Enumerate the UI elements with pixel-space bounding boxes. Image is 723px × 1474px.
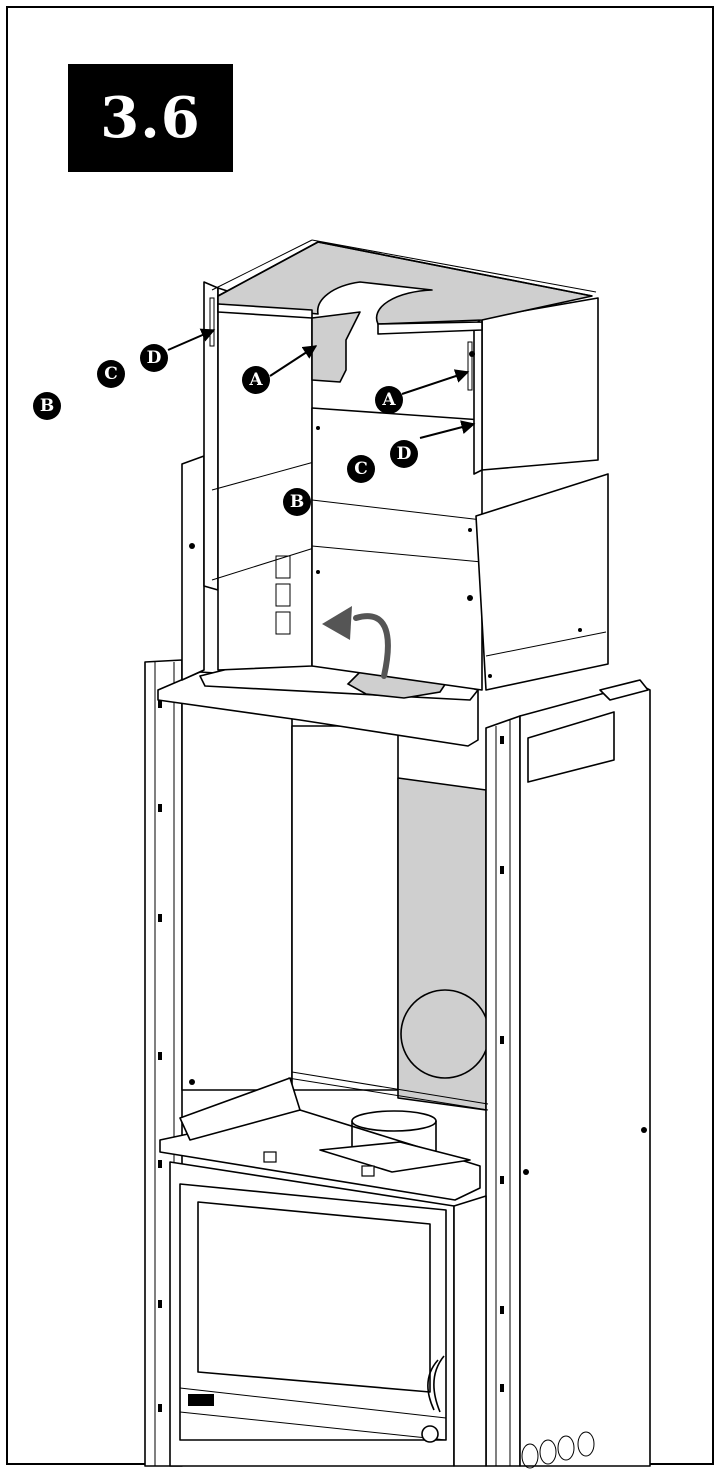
callout-d-left: D	[140, 344, 168, 372]
svg-text:C: C	[104, 364, 118, 384]
lid-front-lip-right	[377, 321, 483, 335]
svg-text:B: B	[40, 396, 54, 416]
inner-back-wall	[181, 699, 293, 1091]
leader-arrow-a-left	[269, 345, 318, 377]
svg-text:A: A	[381, 390, 396, 410]
svg-text:D: D	[147, 348, 162, 368]
flue-collar-top	[351, 1110, 437, 1132]
callout-c-right: C	[347, 455, 375, 483]
callout-d-right: D	[390, 440, 418, 468]
svg-text:D: D	[397, 444, 412, 464]
svg-text:C: C	[354, 459, 368, 479]
callout-b-outside: B	[33, 392, 61, 420]
flue-knockout-circle	[400, 989, 490, 1079]
upper-box	[181, 239, 609, 691]
stove-side	[453, 1195, 487, 1467]
right-side-panel	[519, 683, 651, 1467]
step-number: 3.6	[100, 85, 201, 151]
right-side-vent-slot	[527, 711, 615, 783]
callout-c-left: C	[97, 360, 125, 388]
upper-left-side-panel	[217, 287, 313, 671]
right-top-cap	[599, 679, 649, 701]
front-right-column	[485, 715, 521, 1467]
lower-right-panel	[475, 473, 609, 691]
step-number-badge: 3.6	[68, 64, 233, 172]
callout-b-inside: B	[283, 488, 311, 516]
svg-text:B: B	[290, 492, 304, 512]
upper-left-rear-strip	[181, 455, 205, 681]
stove	[159, 1071, 595, 1469]
upper-right-side-panel	[481, 297, 599, 471]
stove-door-glass	[197, 1201, 431, 1393]
callout-a-left: A	[242, 366, 270, 394]
upper-right-flange	[473, 317, 483, 475]
stove-rear-bracket	[179, 1077, 301, 1141]
fold-arrow	[353, 613, 391, 679]
lid-front-lip-left	[217, 303, 313, 319]
svg-text:A: A	[248, 370, 263, 390]
lower-housing	[144, 659, 651, 1467]
leader-arrow-d-right	[419, 420, 476, 439]
inner-back-wall-center	[291, 725, 399, 1091]
cut-panel-a-left	[311, 311, 361, 383]
fold-arrow-head	[322, 606, 352, 640]
door-handle	[427, 1359, 439, 1411]
leader-arrow-d-left	[167, 328, 216, 351]
leader-arrow-a-right	[401, 369, 470, 395]
callout-a-right: A	[375, 386, 403, 414]
flue-collar-plate	[319, 1141, 471, 1173]
top-lid	[217, 241, 593, 325]
